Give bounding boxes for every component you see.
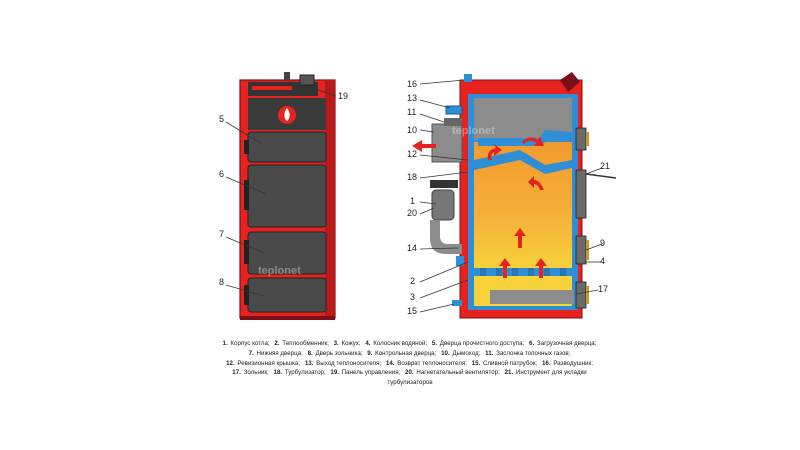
callout-9: 9 (600, 238, 605, 248)
cleaning-door (247, 131, 327, 163)
legend-item: 10. Дымоход; (441, 349, 481, 357)
left-callout-numbers: 5 6 7 8 19 (219, 91, 348, 287)
flow-arrows (412, 136, 547, 278)
callout-19: 19 (338, 91, 348, 101)
legend-item: 5. Дверца прочистного доступа; (431, 340, 525, 347)
legend-item: 21. Инструмент для укладки (504, 369, 587, 377)
panel-display (299, 74, 315, 86)
legend-item: турбулизаторов (387, 379, 433, 387)
callout-21: 21 (600, 161, 610, 171)
callout-3: 3 (410, 292, 415, 302)
arrow-up-center (514, 228, 526, 248)
legend-line-4: 17. Зольник; 18. Турбулизатор; 19. Панел… (130, 368, 690, 378)
legend-item: 2. Теплообменник; (274, 340, 329, 347)
flame-icon (284, 108, 290, 121)
arrow-curve-1 (487, 144, 502, 160)
legend-item: 15. Сливной патрубок; (471, 359, 538, 367)
callout-12: 12 (407, 149, 417, 159)
legend-item: 8. Дверь зольника; (307, 349, 363, 357)
callout-10: 10 (407, 125, 417, 135)
legend-line-5: турбулизаторов (130, 378, 690, 388)
callout-16: 16 (407, 79, 417, 89)
panel-knob (284, 72, 290, 80)
legend-item: 17. Зольник; (232, 369, 269, 377)
callout-14: 14 (407, 243, 417, 253)
legend-item: 19. Панель управления; (330, 369, 401, 377)
legend-item: 7. Нижняя дверца; (248, 349, 303, 357)
callout-17: 17 (598, 284, 608, 294)
right-leader-lines (419, 79, 603, 313)
boiler-front-view: 5 6 7 8 19 teplonet (219, 72, 348, 320)
loading-door (247, 164, 327, 228)
fan-top (430, 180, 458, 188)
callout-1: 1 (410, 196, 415, 206)
boiler-section-view: 16 13 11 10 12 18 1 20 14 2 3 15 21 9 4 … (407, 72, 617, 319)
grate-bars (480, 268, 566, 276)
callout-6: 6 (219, 169, 224, 179)
top-stack (560, 72, 580, 92)
legend-line-2: 7. Нижняя дверца; 8. Дверь зольника; 9. … (130, 349, 690, 359)
callout-4: 4 (600, 256, 605, 266)
legend-item: 9. Контрольная дверца; (367, 349, 437, 357)
turbulator-baffle (474, 150, 572, 174)
air-vent (464, 74, 472, 82)
water-grate (474, 268, 572, 276)
legend-item: 14. Возврат теплоносителя; (385, 359, 467, 367)
boiler-side-shade (325, 80, 335, 318)
right-callout-numbers: 16 13 11 10 12 18 1 20 14 2 3 15 21 9 4 … (407, 79, 610, 316)
legend-item: 6. Загрузочная дверца; (529, 340, 597, 347)
left-leader-lines (225, 86, 337, 297)
parts-legend: 1. Корпус котла; 2. Теплообменник; 3. Ко… (130, 339, 690, 388)
callout-13: 13 (407, 93, 417, 103)
legend-item: 3. Кожух; (333, 340, 361, 347)
callout-8: 8 (219, 277, 224, 287)
callout-7: 7 (219, 229, 224, 239)
legend-line-1: 1. Корпус котла; 2. Теплообменник; 3. Ко… (130, 339, 690, 349)
arrow-up-left (499, 258, 511, 278)
legend-line-3: 12. Ревизионная крышка; 13. Выход теплон… (130, 359, 690, 369)
callout-5: 5 (219, 114, 224, 124)
fan-duct (430, 220, 462, 254)
door-handles (586, 132, 589, 304)
drain-pipe (452, 300, 462, 306)
fan-housing (431, 189, 455, 221)
legend-item: 1. Корпус котла; (222, 340, 270, 347)
turbulator-tool (585, 173, 617, 179)
legend-item: 4. Колосник водяной; (365, 340, 428, 347)
door-hinges (244, 140, 249, 305)
boiler-base (240, 316, 335, 320)
legend-item: 20. Нагнетательный вентилятор; (405, 369, 500, 377)
legend-item: 11. Заслонка топочных газов; (485, 349, 571, 357)
watermark-left: teplonet (258, 265, 301, 277)
legend-item: 13. Выход теплоносителя; (304, 359, 382, 367)
ash-tray (490, 290, 574, 304)
arrow-curve-3 (522, 136, 544, 146)
arrow-up-right (535, 258, 547, 278)
callout-2: 2 (410, 276, 415, 286)
callout-11: 11 (407, 107, 416, 117)
legend-item: 12. Ревизионная крышка; (226, 359, 301, 367)
callout-20: 20 (407, 208, 417, 218)
callout-15: 15 (407, 306, 417, 316)
legend-item: 18. Турбулизатор; (273, 369, 326, 377)
flue-pipe (431, 123, 463, 163)
legend-item: 16. Разводушник; (541, 359, 593, 367)
water-return (456, 256, 464, 266)
watermark-right: teplonet (452, 125, 495, 137)
flue-collar (444, 118, 462, 126)
upper-baffle (478, 130, 572, 146)
arrow-flue-out (412, 140, 436, 152)
arrow-curve-2 (528, 176, 544, 190)
callout-18: 18 (407, 172, 417, 182)
panel-stripe (252, 86, 292, 90)
water-outlet (445, 105, 463, 115)
